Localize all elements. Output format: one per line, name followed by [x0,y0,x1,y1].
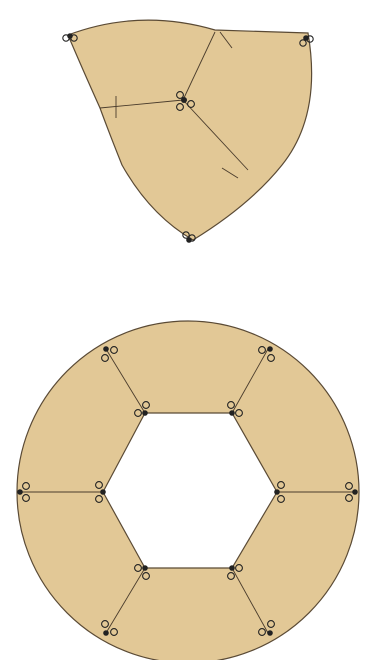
bottom-fabric-ring [17,321,359,660]
